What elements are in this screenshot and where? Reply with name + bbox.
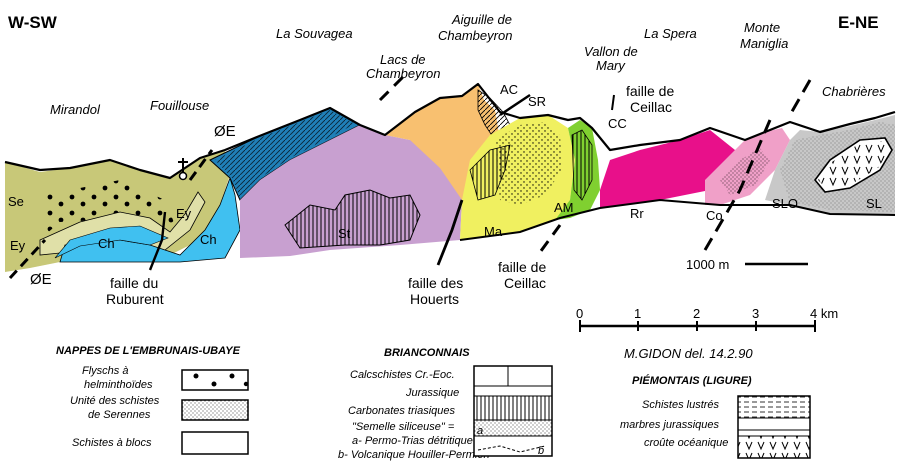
legend-schistes: Schistes lustrés xyxy=(642,399,720,411)
legend-embrunais-heading: NAPPES DE L'EMBRUNAIS-UBAYE xyxy=(56,345,241,357)
label-lacs-1: Lacs de xyxy=(380,52,426,67)
legend-brianconnais-heading: BRIANCONNAIS xyxy=(384,347,470,359)
orientation-right: E-NE xyxy=(838,13,879,32)
scale-1000m-label: 1000 m xyxy=(686,257,729,272)
legend-flysch-2: helminthoïdes xyxy=(84,379,153,391)
unit-slo: SLO xyxy=(772,196,798,211)
legend-croute: croûte océanique xyxy=(644,437,728,449)
fault-houerts xyxy=(436,199,464,266)
scale-tick-0: 0 xyxy=(576,306,583,321)
legend-semelle: "Semelle siliceuse" = xyxy=(352,421,455,433)
yellow-core-hatch xyxy=(469,144,511,201)
scale-km-bar: 0 1 2 3 4 km xyxy=(576,306,838,332)
scale-tick-2: 2 xyxy=(693,306,700,321)
fault-co xyxy=(703,119,772,251)
unit-ma: Ma xyxy=(484,224,503,239)
unit-ac: AC xyxy=(500,82,518,97)
label-vallon-2: Mary xyxy=(596,58,626,73)
label-vallon-1: Vallon de xyxy=(584,44,638,59)
unit-oe-top: ØE xyxy=(214,123,236,140)
label-houerts-2: Houerts xyxy=(410,291,459,307)
fault-ceillac-high xyxy=(611,94,615,111)
legend-blocs: Schistes à blocs xyxy=(72,437,152,449)
oceanic-crust-v xyxy=(818,141,889,189)
legend-mark-b: b xyxy=(538,445,544,457)
unit-se: Se xyxy=(8,194,24,209)
label-mirandol: Mirandol xyxy=(50,102,101,117)
label-ceillac-high-1: faille de xyxy=(626,83,674,99)
fault-oe-upper xyxy=(188,149,214,181)
fault-sr xyxy=(499,93,531,117)
unit-am: AM xyxy=(554,200,574,215)
label-spera: La Spera xyxy=(644,26,697,41)
label-ruburent-1: faille du xyxy=(110,275,158,291)
label-maniglia-2: Maniglia xyxy=(740,36,788,51)
legend-brianconnais: BRIANCONNAIS Calcschistes Cr.-Eoc. Juras… xyxy=(338,347,553,461)
faults xyxy=(8,73,896,280)
yellow-dots xyxy=(495,122,562,205)
topographic-surface xyxy=(4,82,896,180)
fault-ruburent xyxy=(148,211,167,271)
legend-calcschistes: Calcschistes Cr.-Eoc. xyxy=(350,369,455,381)
label-fouillouse: Fouillouse xyxy=(150,98,209,113)
unit-co: Co xyxy=(706,208,723,223)
credit: M.GIDON del. 14.2.90 xyxy=(624,346,753,361)
pink-dots xyxy=(720,148,770,195)
label-ceillac-low-2: Ceillac xyxy=(504,275,546,291)
label-chabrieres: Chabrières xyxy=(822,84,886,99)
fault-oe-lower xyxy=(8,238,47,280)
blocs-band-left xyxy=(54,225,169,259)
scale-tick-3: 3 xyxy=(752,306,759,321)
legend-serennes-2: de Serennes xyxy=(88,409,151,421)
legend-mark-a: a xyxy=(477,425,483,437)
unit-ch-left: Ch xyxy=(98,236,115,251)
legend-flysch-1: Flyschs à xyxy=(82,365,128,377)
violet-st-hatch xyxy=(284,189,421,249)
unit-sr: SR xyxy=(528,94,546,109)
unit-sl: SL xyxy=(866,196,882,211)
fault-ceillac-low xyxy=(536,224,562,256)
fault-maniglia xyxy=(788,79,812,116)
green-hatch xyxy=(571,129,593,201)
unit-rr: Rr xyxy=(630,206,644,221)
label-aiguille-2: Chambeyron xyxy=(438,28,512,43)
legend-piemontais: PIÉMONTAIS (LIGURE) Schistes lustrés mar… xyxy=(620,374,811,459)
legend-volcanique: b- Volcanique Houiller-Permien xyxy=(338,449,490,461)
unit-cc: CC xyxy=(608,116,627,131)
legend-serennes-swatch xyxy=(181,399,249,421)
scale-tick-1: 1 xyxy=(634,306,641,321)
unit-st: St xyxy=(338,226,351,241)
label-houerts-1: faille des xyxy=(408,275,463,291)
label-ruburent-2: Ruburent xyxy=(106,291,164,307)
scale-1000m: 1000 m xyxy=(686,257,808,272)
label-ceillac-high-2: Ceillac xyxy=(630,99,672,115)
unit-ey-fold: Ey xyxy=(176,206,192,221)
cross-symbol xyxy=(178,158,188,181)
label-aiguille-1: Aiguille de xyxy=(451,12,512,27)
fault-houerts-upper xyxy=(378,73,407,102)
legend-piemontais-heading: PIÉMONTAIS (LIGURE) xyxy=(632,374,752,387)
legend-flysch-swatch xyxy=(181,369,249,391)
label-maniglia-1: Monte xyxy=(744,20,780,35)
basal-contact xyxy=(459,198,896,241)
section-bodies xyxy=(5,84,895,272)
legend-carbonates: Carbonates triasiques xyxy=(348,405,456,417)
unit-ey-left: Ey xyxy=(10,238,26,253)
legend-jurassique: Jurassique xyxy=(405,387,459,399)
legend-serennes-1: Unité des schistes xyxy=(70,395,160,407)
label-souvagea: La Souvagea xyxy=(276,26,353,41)
legend-permo: a- Permo-Trias détritique xyxy=(352,435,473,447)
unit-ch-right: Ch xyxy=(200,232,217,247)
legend-marbres: marbres jurassiques xyxy=(620,419,720,431)
unit-oe-bottom: ØE xyxy=(30,271,52,288)
label-ceillac-low-1: faille de xyxy=(498,259,546,275)
label-lacs-2: Chambeyron xyxy=(366,66,440,81)
scale-tick-4: 4 km xyxy=(810,306,838,321)
darkblue-hatch xyxy=(215,110,355,198)
legend-embrunais: NAPPES DE L'EMBRUNAIS-UBAYE Flyschs à he… xyxy=(56,345,249,455)
legend-blocs-swatch xyxy=(181,431,249,455)
orientation-left: W-SW xyxy=(8,13,58,32)
